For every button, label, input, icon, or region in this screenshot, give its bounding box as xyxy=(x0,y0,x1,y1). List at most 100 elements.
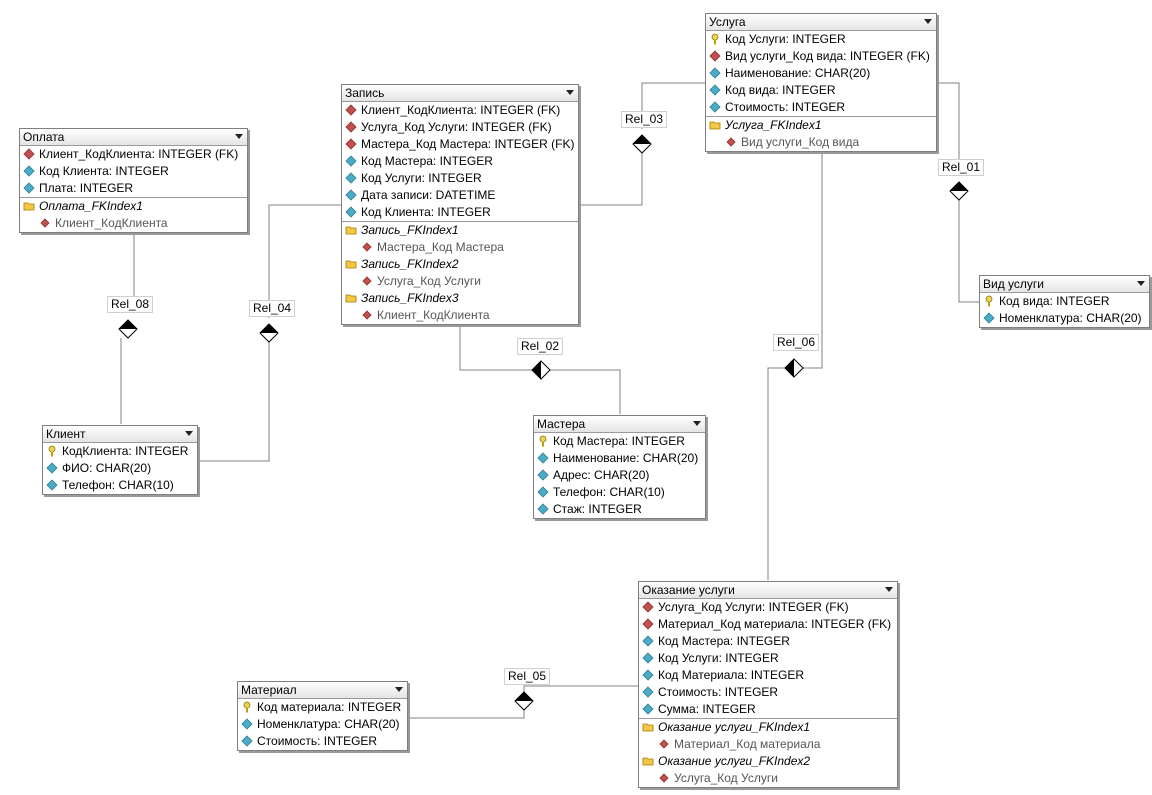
attribute-row[interactable]: Код Услуги: INTEGER xyxy=(342,170,578,187)
foreign-key-icon xyxy=(345,138,357,150)
attribute-row[interactable]: Телефон: CHAR(10) xyxy=(534,484,705,501)
attribute-row[interactable]: Стаж: INTEGER xyxy=(534,501,705,518)
entity-material[interactable]: Материал Код материала: INTEGER Номенкла… xyxy=(237,681,408,751)
attribute-row[interactable]: Плата: INTEGER xyxy=(20,180,247,197)
entity-klient[interactable]: Клиент КодКлиента: INTEGER ФИО: CHAR(20)… xyxy=(42,425,198,495)
rel-04-line[interactable] xyxy=(198,342,270,462)
rel-05-line[interactable] xyxy=(523,685,639,692)
entity-header[interactable]: Мастера xyxy=(534,416,705,433)
chevron-down-icon[interactable] xyxy=(395,687,403,692)
rel-02-line[interactable] xyxy=(550,369,621,414)
entity-mastera[interactable]: Мастера Код Мастера: INTEGER Наименовани… xyxy=(533,415,706,519)
index-member-label: Вид услуги_Код вида xyxy=(741,135,860,149)
attribute-row[interactable]: Код вида: INTEGER xyxy=(706,82,936,99)
attribute-row[interactable]: Код Мастера: INTEGER xyxy=(342,153,578,170)
attribute-row[interactable]: Наименование: CHAR(20) xyxy=(534,450,705,467)
entity-header[interactable]: Услуга xyxy=(706,14,936,31)
rel-04-label[interactable]: Rel_04 xyxy=(249,300,296,317)
chevron-down-icon[interactable] xyxy=(185,431,193,436)
rel-06-label[interactable]: Rel_06 xyxy=(773,334,820,351)
rel-03-line[interactable] xyxy=(579,153,643,206)
entity-oplata[interactable]: Оплата Клиент_КодКлиента: INTEGER (FK) К… xyxy=(19,128,248,233)
chevron-down-icon[interactable] xyxy=(235,134,243,139)
entity-title: Услуга xyxy=(709,15,746,29)
entity-header[interactable]: Оказание услуги xyxy=(639,582,897,599)
index-member-row[interactable]: Материал_Код материала xyxy=(639,736,897,753)
index-member-row[interactable]: Мастера_Код Мастера xyxy=(342,239,578,256)
rel-02-diamond[interactable] xyxy=(531,360,551,380)
chevron-down-icon[interactable] xyxy=(885,587,893,592)
attribute-row[interactable]: Код Услуги: INTEGER xyxy=(706,31,936,48)
entity-header[interactable]: Вид услуги xyxy=(980,276,1149,293)
attribute-row[interactable]: Вид услуги_Код вида: INTEGER (FK) xyxy=(706,48,936,65)
entity-vid-uslugi[interactable]: Вид услуги Код вида: INTEGER Номенклатур… xyxy=(979,275,1150,328)
index-member-row[interactable]: Клиент_КодКлиента xyxy=(20,215,247,232)
attribute-row[interactable]: Код Материала: INTEGER xyxy=(639,667,897,684)
attribute-row[interactable]: Код Мастера: INTEGER xyxy=(639,633,897,650)
rel-03-diamond[interactable] xyxy=(632,134,652,154)
index-member-row[interactable]: Клиент_КодКлиента xyxy=(342,307,578,324)
chevron-down-icon[interactable] xyxy=(1137,281,1145,286)
attribute-row[interactable]: Наименование: CHAR(20) xyxy=(706,65,936,82)
attribute-row[interactable]: Номенклатура: CHAR(20) xyxy=(980,310,1149,327)
rel-06-diamond[interactable] xyxy=(784,358,804,378)
attribute-row[interactable]: Стоимость: INTEGER xyxy=(706,99,936,116)
attribute-row[interactable]: Код вида: INTEGER xyxy=(980,293,1149,310)
index-row[interactable]: Запись_FKIndex2 xyxy=(342,256,578,273)
attribute-row[interactable]: Код Клиента: INTEGER xyxy=(342,204,578,221)
rel-05-line[interactable] xyxy=(408,710,525,719)
attribute-row[interactable]: Сумма: INTEGER xyxy=(639,701,897,718)
chevron-down-icon[interactable] xyxy=(693,421,701,426)
entity-zapis[interactable]: Запись Клиент_КодКлиента: INTEGER (FK) У… xyxy=(341,84,579,325)
attribute-row[interactable]: Код Мастера: INTEGER xyxy=(534,433,705,450)
rel-01-label[interactable]: Rel_01 xyxy=(938,159,985,176)
index-row[interactable]: Запись_FKIndex3 xyxy=(342,290,578,307)
rel-02-label[interactable]: Rel_02 xyxy=(517,338,564,355)
attribute-row[interactable]: Код Клиента: INTEGER xyxy=(20,163,247,180)
attribute-row[interactable]: КодКлиента: INTEGER xyxy=(43,443,197,460)
attribute-row[interactable]: Стоимость: INTEGER xyxy=(238,733,407,750)
rel-05-diamond[interactable] xyxy=(514,691,534,711)
entity-header[interactable]: Клиент xyxy=(43,426,197,443)
entity-header[interactable]: Оплата xyxy=(20,129,247,146)
index-member-row[interactable]: Услуга_Код Услуги xyxy=(342,273,578,290)
attribute-row[interactable]: Адрес: CHAR(20) xyxy=(534,467,705,484)
rel-03-label[interactable]: Rel_03 xyxy=(621,111,668,128)
index-row[interactable]: Оказание услуги_FKIndex1 xyxy=(639,718,897,736)
attribute-row[interactable]: Услуга_Код Услуги: INTEGER (FK) xyxy=(639,599,897,616)
entity-usluga[interactable]: Услуга Код Услуги: INTEGER Вид услуги_Ко… xyxy=(705,13,937,152)
attribute-row[interactable]: Дата записи: DATETIME xyxy=(342,187,578,204)
entity-okazanie-uslugi[interactable]: Оказание услуги Услуга_Код Услуги: INTEG… xyxy=(638,581,898,788)
index-member-row[interactable]: Услуга_Код Услуги xyxy=(639,770,897,787)
index-member-row[interactable]: Вид услуги_Код вида xyxy=(706,134,936,151)
entity-header[interactable]: Материал xyxy=(238,682,407,699)
primary-key-icon xyxy=(48,445,56,457)
attribute-icon xyxy=(345,206,357,218)
attribute-row[interactable]: Телефон: CHAR(10) xyxy=(43,477,197,494)
index-row[interactable]: Услуга_FKIndex1 xyxy=(706,116,936,134)
rel-01-diamond[interactable] xyxy=(949,181,969,201)
rel-08-label[interactable]: Rel_08 xyxy=(107,296,154,313)
rel-01-line[interactable] xyxy=(958,200,979,303)
attribute-row[interactable]: Код Услуги: INTEGER xyxy=(639,650,897,667)
attribute-row[interactable]: Материал_Код материала: INTEGER (FK) xyxy=(639,616,897,633)
index-row[interactable]: Оплата_FKIndex1 xyxy=(20,197,247,215)
attribute-row[interactable]: Мастера_Код Мастера: INTEGER (FK) xyxy=(342,136,578,153)
attribute-row[interactable]: Услуга_Код Услуги: INTEGER (FK) xyxy=(342,119,578,136)
rel-06-line[interactable] xyxy=(767,367,785,580)
attribute-icon xyxy=(23,182,35,194)
attribute-row[interactable]: Клиент_КодКлиента: INTEGER (FK) xyxy=(342,102,578,119)
chevron-down-icon[interactable] xyxy=(924,19,932,24)
rel-05-label[interactable]: Rel_05 xyxy=(504,668,551,685)
attribute-row[interactable]: Стоимость: INTEGER xyxy=(639,684,897,701)
entity-header[interactable]: Запись xyxy=(342,85,578,102)
rel-08-diamond[interactable] xyxy=(118,319,138,339)
rel-04-diamond[interactable] xyxy=(259,323,279,343)
attribute-row[interactable]: ФИО: CHAR(20) xyxy=(43,460,197,477)
attribute-row[interactable]: Клиент_КодКлиента: INTEGER (FK) xyxy=(20,146,247,163)
chevron-down-icon[interactable] xyxy=(566,90,574,95)
attribute-row[interactable]: Код материала: INTEGER xyxy=(238,699,407,716)
attribute-row[interactable]: Номенклатура: CHAR(20) xyxy=(238,716,407,733)
index-row[interactable]: Оказание услуги_FKIndex2 xyxy=(639,753,897,770)
index-row[interactable]: Запись_FKIndex1 xyxy=(342,221,578,239)
